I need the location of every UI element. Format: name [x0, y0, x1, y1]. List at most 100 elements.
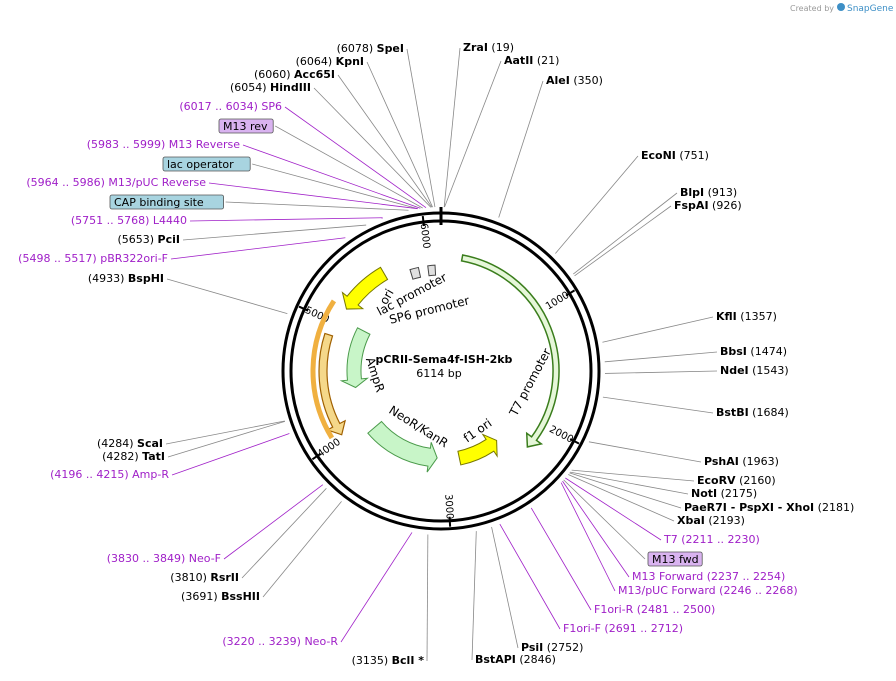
primer-site-amp-r[interactable]: (4196 .. 4215) Amp-R: [50, 468, 169, 481]
primer-site-neo-r[interactable]: (3220 .. 3239) Neo-R: [222, 635, 338, 648]
label-line: [604, 351, 718, 363]
feature-site-lac-operator[interactable]: lac operator: [162, 156, 251, 172]
site-box: [162, 156, 251, 172]
tick-mark: [565, 289, 576, 297]
primer-site-m13-forward[interactable]: M13 Forward (2237 .. 2254): [632, 570, 785, 583]
label-line: [570, 471, 689, 495]
label-line: [574, 205, 672, 277]
site-name: FspAI: [674, 199, 709, 212]
primer-site-f1ori-r[interactable]: F1ori-R (2481 .. 2500): [594, 603, 715, 616]
enzyme-site-bstapi[interactable]: BstAPI (2846): [475, 653, 556, 666]
site-position: (2691 .. 2712): [601, 622, 683, 635]
primer-site-m13-puc-forward[interactable]: M13/pUC Forward (2246 .. 2268): [618, 584, 798, 597]
enzyme-site-bsphi[interactable]: (4933) BspHI: [88, 272, 164, 285]
site-name: EcoNI: [641, 149, 676, 162]
feature-site-m13-rev[interactable]: M13 rev: [218, 118, 274, 134]
site-label: M13 Forward (2237 .. 2254): [632, 570, 785, 583]
snapgene-logo-icon: [837, 3, 845, 11]
primer-site-l4440[interactable]: (5751 .. 5768) L4440: [71, 214, 187, 227]
enzyme-site-bsshii[interactable]: (3691) BssHII: [181, 590, 260, 603]
enzyme-site-econi[interactable]: EcoNI (751): [641, 149, 709, 162]
site-name: SpeI: [377, 42, 404, 55]
label-line: [366, 61, 433, 208]
label-line: [241, 488, 327, 579]
site-name: PsiI: [521, 641, 543, 654]
enzyme-site-bcli[interactable]: (3135) BclI *: [352, 654, 425, 667]
primer-site-neo-f[interactable]: (3830 .. 3849) Neo-F: [107, 552, 221, 565]
tick-mark: [311, 452, 322, 461]
site-name: Acc65I: [294, 68, 335, 81]
site-label: F1ori-R (2481 .. 2500): [594, 603, 715, 616]
site-label: (3220 .. 3239) Neo-R: [222, 635, 338, 648]
site-position: (1543): [749, 364, 789, 377]
enzyme-site-tati[interactable]: (4282) TatI: [102, 450, 165, 463]
site-position: (3220 .. 3239): [222, 635, 304, 648]
plasmid-center-label: pCRII-Sema4f-ISH-2kb 6114 bp: [376, 353, 513, 380]
site-label: NotI (2175): [691, 487, 757, 500]
enzyme-site-kpni[interactable]: (6064) KpnI: [296, 55, 364, 68]
site-name: PshAI: [704, 455, 739, 468]
site-position: (5498 .. 5517): [18, 252, 100, 265]
site-label: (3135) BclI *: [352, 654, 425, 667]
site-position: (6060): [254, 68, 294, 81]
primer-site-m13-puc-reverse[interactable]: (5964 .. 5986) M13/pUC Reverse: [26, 176, 206, 189]
site-name: AatII: [504, 54, 533, 67]
site-label: FspAI (926): [674, 199, 742, 212]
snapgene-credit: Created by SnapGene: [790, 3, 894, 14]
feature-arrow: [460, 254, 560, 448]
enzyme-site-ndei[interactable]: NdeI (1543): [720, 364, 789, 377]
site-label: (3810) RsrII: [170, 571, 239, 584]
enzyme-site-blpi[interactable]: BlpI (913): [680, 186, 737, 199]
enzyme-site-pshai[interactable]: PshAI (1963): [704, 455, 779, 468]
enzyme-site-spei[interactable]: (6078) SpeI: [337, 42, 404, 55]
enzyme-site-psii[interactable]: PsiI (2752): [521, 641, 583, 654]
enzyme-site-noti[interactable]: NotI (2175): [691, 487, 757, 500]
primer-site-m13-reverse[interactable]: (5983 .. 5999) M13 Reverse: [87, 138, 240, 151]
enzyme-site-kfli[interactable]: KflI (1357): [716, 310, 777, 323]
feature-site-m13-fwd[interactable]: M13 fwd: [647, 551, 703, 567]
site-label: M13/pUC Forward (2246 .. 2268): [618, 584, 798, 597]
plasmid-length: 6114 bp: [416, 367, 461, 380]
feature-arrow: [341, 266, 389, 310]
enzyme-site-fspai[interactable]: FspAI (926): [674, 199, 742, 212]
primer-site-sp6[interactable]: (6017 .. 6034) SP6: [179, 100, 282, 113]
site-name: EcoRV: [697, 474, 736, 487]
primer-site-f1ori-f[interactable]: F1ori-F (2691 .. 2712): [563, 622, 683, 635]
site-position: (4196 .. 4215): [50, 468, 132, 481]
enzyme-site-bstbi[interactable]: BstBI (1684): [716, 406, 789, 419]
enzyme-site-ecorv[interactable]: EcoRV (2160): [697, 474, 776, 487]
site-position: (2846): [516, 653, 556, 666]
feature-arrow: [457, 433, 498, 466]
primer-site-pbr322ori-f[interactable]: (5498 .. 5517) pBR322ori-F: [18, 252, 168, 265]
enzyme-site-acc65i[interactable]: (6060) Acc65I: [254, 68, 335, 81]
enzyme-site-bbsi[interactable]: BbsI (1474): [720, 345, 787, 358]
site-position: (350): [570, 74, 603, 87]
site-label: AleI (350): [546, 74, 603, 87]
site-label: F1ori-F (2691 .. 2712): [563, 622, 683, 635]
enzyme-site-rsrii[interactable]: (3810) RsrII: [170, 571, 239, 584]
label-line: [499, 523, 561, 630]
site-label: (5751 .. 5768) L4440: [71, 214, 187, 227]
enzyme-site-alei[interactable]: AleI (350): [546, 74, 603, 87]
enzyme-site-xbai[interactable]: XbaI (2193): [677, 514, 745, 527]
site-name: ZraI: [463, 41, 488, 54]
site-position: (1963): [739, 455, 779, 468]
enzyme-site-aatii[interactable]: AatII (21): [504, 54, 559, 67]
feature-ori: ori: [341, 266, 397, 310]
site-position: (4282): [102, 450, 142, 463]
enzyme-site-zrai[interactable]: ZraI (19): [463, 41, 514, 54]
tick-mark: [298, 305, 309, 312]
label-line: [225, 201, 409, 211]
feature-f1-ori: f1 ori: [457, 416, 498, 466]
enzyme-site-paer7i-pspxi-xhoi[interactable]: PaeR7I - PspXI - XhoI (2181): [684, 501, 854, 514]
feature-arrow: [367, 420, 438, 473]
feature-site-cap-binding-site[interactable]: CAP binding site: [109, 194, 224, 210]
primer-site-t7[interactable]: T7 (2211 .. 2230): [663, 533, 760, 546]
site-label: (5498 .. 5517) pBR322ori-F: [18, 252, 168, 265]
enzyme-site-scai[interactable]: (4284) ScaI: [97, 437, 163, 450]
enzyme-site-hindiii[interactable]: (6054) HindIII: [230, 81, 311, 94]
tick-mark: [421, 215, 425, 227]
enzyme-site-pcii[interactable]: (5653) PciI: [117, 233, 180, 246]
feature-t7-promoter: T7 promoter: [460, 254, 560, 448]
